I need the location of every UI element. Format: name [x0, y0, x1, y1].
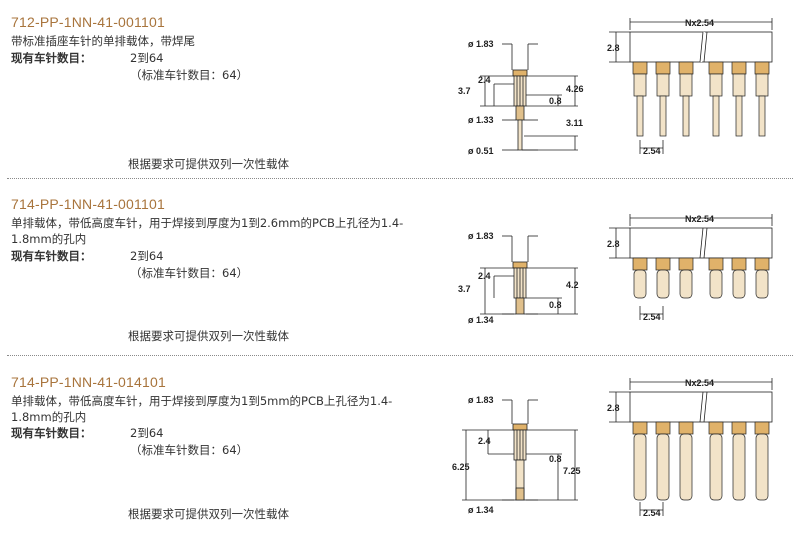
part-number: 714-PP-1NN-41-001101: [11, 196, 165, 212]
dim-height: 2.8: [607, 43, 620, 53]
dim-length-d: 0.8: [549, 96, 562, 106]
dim-bottom-diameter: ø 1.34: [468, 315, 494, 325]
dim-length-a: 3.7: [458, 284, 471, 294]
available-label: 现有车针数目：: [11, 51, 92, 65]
dim-top-diameter: ø 1.83: [468, 39, 494, 49]
dim-length-a: 6.25: [452, 462, 470, 472]
dim-height: 2.8: [607, 239, 620, 249]
dim-height: 2.8: [607, 403, 620, 413]
part-number: 714-PP-1NN-41-014101: [11, 374, 166, 390]
double-row-note: 根据要求可提供双列一次性载体: [128, 157, 289, 171]
carrier-side-view-drawing: Nx2.54 2.8 2.54: [607, 214, 773, 322]
standard-count: （标准车针数目：64）: [130, 443, 249, 457]
pin-front-view-drawing: ø 1.83 3.7 2.4 4.26 0.8 ø 1.33 3.11 ø 0.…: [458, 39, 584, 156]
double-row-note: 根据要求可提供双列一次性载体: [128, 329, 289, 343]
dim-pitch: 2.54: [643, 312, 661, 322]
part-number: 712-PP-1NN-41-001101: [11, 14, 165, 30]
dim-length-b: 2.4: [478, 436, 491, 446]
carrier-side-view-drawing: Nx2.54 2.8 2.54: [607, 378, 773, 518]
pin-range: 2到64: [130, 426, 164, 440]
dim-pitch: 2.54: [643, 508, 661, 518]
dim-top-diameter: ø 1.83: [468, 231, 494, 241]
section-divider: [7, 178, 793, 179]
product-section-1: 712-PP-1NN-41-001101 带标准插座车针的单排载体，带焊尾 现有…: [0, 0, 800, 176]
description: 单排载体，带低高度车针，用于焊接到厚度为1到2.6mm的PCB上孔径为1.4-1…: [11, 216, 404, 246]
dim-length-a: 3.7: [458, 86, 471, 96]
carrier-side-view-drawing: Nx2.54 2.8 2.54: [607, 18, 773, 156]
available-label: 现有车针数目：: [11, 426, 92, 440]
available-label: 现有车针数目：: [11, 249, 92, 263]
section-divider: [7, 355, 793, 356]
standard-count: （标准车针数目：64）: [130, 68, 249, 82]
dim-bottom-diameter: ø 1.34: [468, 505, 494, 515]
dim-length-d: 0.8: [549, 454, 562, 464]
dim-pitch-total: Nx2.54: [685, 18, 714, 28]
product-section-3: 714-PP-1NN-41-014101 单排载体，带低高度车针，用于焊接到厚度…: [0, 360, 800, 536]
description: 带标准插座车针的单排载体，带焊尾: [11, 34, 195, 48]
pin-front-view-drawing: ø 1.83 6.25 2.4 7.25 0.8 ø 1.34: [452, 395, 581, 515]
double-row-note: 根据要求可提供双列一次性载体: [128, 507, 289, 521]
standard-count: （标准车针数目：64）: [130, 266, 249, 280]
dim-length-b: 2.4: [478, 75, 491, 85]
dim-pitch-total: Nx2.54: [685, 214, 714, 224]
description: 单排载体，带低高度车针，用于焊接到厚度为1到5mm的PCB上孔径为1.4-1.8…: [11, 394, 393, 424]
dim-bottom-diameter: ø 0.51: [468, 146, 494, 156]
pin-range: 2到64: [130, 51, 164, 65]
dim-length-b: 2.4: [478, 271, 491, 281]
dim-length-c: 7.25: [563, 466, 581, 476]
dim-top-diameter: ø 1.83: [468, 395, 494, 405]
dim-length-e: 3.11: [566, 118, 583, 128]
dim-mid-diameter: ø 1.33: [468, 115, 494, 125]
pin-front-view-drawing: ø 1.83 3.7 2.4 4.2 0.8 ø 1.34: [458, 231, 579, 325]
pin-range: 2到64: [130, 249, 164, 263]
dim-length-d: 0.8: [549, 300, 562, 310]
dim-length-c: 4.2: [566, 280, 579, 290]
dim-pitch: 2.54: [643, 146, 661, 156]
dim-length-c: 4.26: [566, 84, 584, 94]
dim-pitch-total: Nx2.54: [685, 378, 714, 388]
product-section-2: 714-PP-1NN-41-001101 单排载体，带低高度车针，用于焊接到厚度…: [0, 182, 800, 358]
